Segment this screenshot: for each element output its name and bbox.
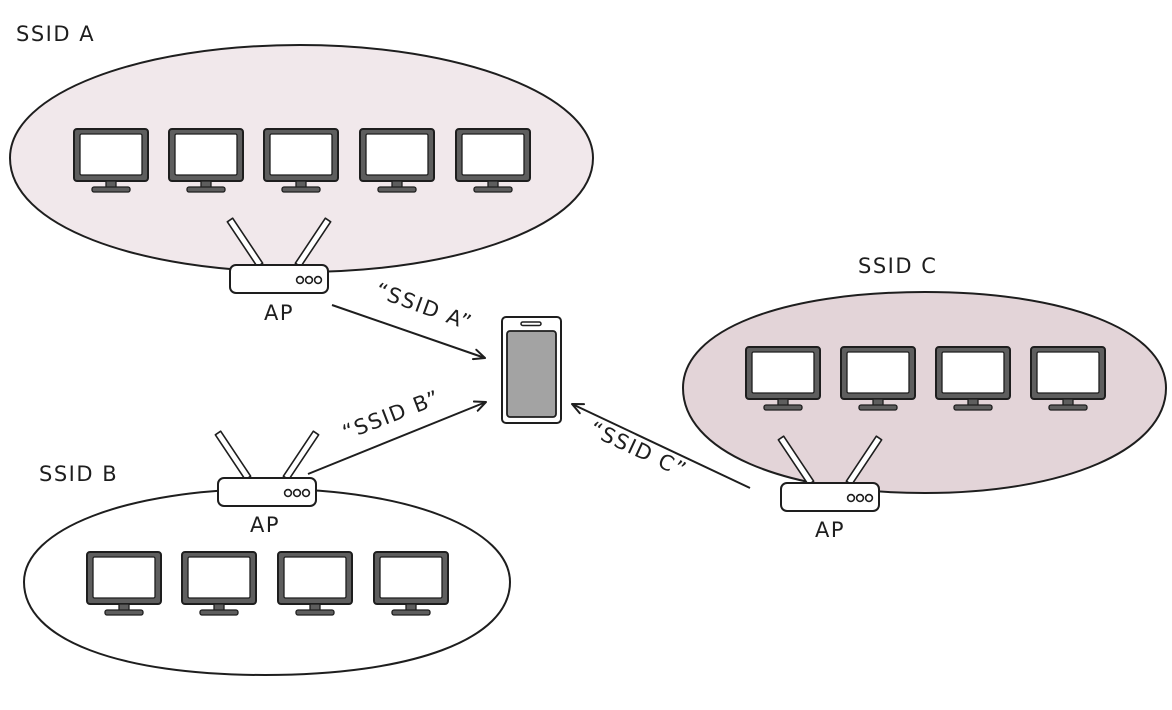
network-a-monitors <box>73 128 531 193</box>
monitor-icon <box>277 551 353 616</box>
monitor-icon <box>86 551 162 616</box>
network-a-ap-label: AP <box>264 301 294 325</box>
router-icon <box>226 217 332 294</box>
network-c-ap-label: AP <box>815 518 845 542</box>
monitor-icon <box>263 128 339 193</box>
network-b-ap-label: AP <box>250 513 280 537</box>
network-b-cloud <box>22 487 512 677</box>
monitor-icon <box>181 551 257 616</box>
network-c-label: SSID C <box>858 254 937 278</box>
broadcast-label-a: “SSID A” <box>372 278 475 335</box>
monitor-icon <box>1030 346 1106 411</box>
monitor-icon <box>745 346 821 411</box>
network-c-cloud <box>681 290 1168 495</box>
monitor-icon <box>168 128 244 193</box>
router-icon <box>777 435 883 512</box>
monitor-icon <box>455 128 531 193</box>
router-icon <box>214 430 320 507</box>
network-c-monitors <box>745 346 1106 411</box>
smartphone-icon <box>501 316 562 424</box>
monitor-icon <box>373 551 449 616</box>
monitor-icon <box>840 346 916 411</box>
network-b-label: SSID B <box>39 462 118 486</box>
network-a-label: SSID A <box>16 22 95 46</box>
monitor-icon <box>359 128 435 193</box>
monitor-icon <box>935 346 1011 411</box>
network-c-group: SSID C AP <box>681 254 1168 542</box>
broadcast-arrow-b: “SSID B” <box>307 385 487 475</box>
broadcast-label-b: “SSID B” <box>339 385 443 444</box>
broadcast-arrow-a: “SSID A” <box>331 278 486 361</box>
network-b-monitors <box>86 551 449 616</box>
network-a-group: SSID A AP <box>8 22 595 325</box>
monitor-icon <box>73 128 149 193</box>
broadcast-label-c: “SSID C” <box>586 417 691 483</box>
network-b-group: SSID B AP <box>22 430 512 677</box>
